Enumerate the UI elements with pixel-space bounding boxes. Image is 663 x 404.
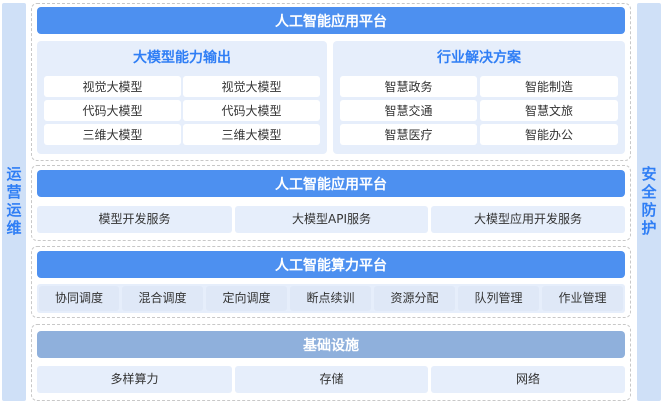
solution-item: 智慧政务 bbox=[340, 76, 477, 97]
ops-sidebar-label: 运营运维 bbox=[4, 166, 23, 238]
service-item: 大模型应用开发服务 bbox=[431, 206, 625, 233]
scheduling-item: 混合调度 bbox=[122, 286, 203, 311]
ops-sidebar: 运营运维 bbox=[2, 3, 26, 401]
service-item: 模型开发服务 bbox=[37, 206, 232, 233]
layer1-header: 人工智能应用平台 bbox=[37, 7, 625, 34]
capability-item: 三维大模型 bbox=[44, 124, 181, 145]
capability-item: 代码大模型 bbox=[183, 100, 320, 121]
capability-item: 视觉大模型 bbox=[44, 76, 181, 97]
security-sidebar: 安全防护 bbox=[637, 3, 661, 401]
solution-item: 智慧医疗 bbox=[340, 124, 477, 145]
infrastructure-item: 多样算力 bbox=[37, 366, 232, 393]
capability-item: 三维大模型 bbox=[183, 124, 320, 145]
scheduling-item: 资源分配 bbox=[374, 286, 455, 311]
layer-infrastructure bbox=[31, 324, 631, 401]
capability-item: 代码大模型 bbox=[44, 100, 181, 121]
model-capability-panel: 大模型能力输出 视觉大模型 视觉大模型 代码大模型 代码大模型 三维大模型 三维… bbox=[37, 41, 327, 154]
scheduling-item: 协同调度 bbox=[39, 286, 119, 311]
scheduling-item: 队列管理 bbox=[458, 286, 539, 311]
infrastructure-item: 网络 bbox=[431, 366, 625, 393]
industry-solution-title: 行业解决方案 bbox=[437, 50, 521, 66]
model-capability-title: 大模型能力输出 bbox=[133, 50, 231, 66]
scheduling-item: 定向调度 bbox=[206, 286, 287, 311]
layer-computing-platform bbox=[31, 246, 631, 318]
solution-item: 智能制造 bbox=[480, 76, 618, 97]
solution-item: 智能办公 bbox=[480, 124, 618, 145]
solution-item: 智慧交通 bbox=[340, 100, 477, 121]
capability-item: 视觉大模型 bbox=[183, 76, 320, 97]
layer-ai-platform-services bbox=[31, 165, 631, 241]
solution-item: 智慧文旅 bbox=[480, 100, 618, 121]
scheduling-item: 断点续训 bbox=[290, 286, 371, 311]
security-sidebar-label: 安全防护 bbox=[639, 166, 658, 238]
layer2-header: 人工智能应用平台 bbox=[37, 170, 625, 197]
layer4-header: 基础设施 bbox=[37, 331, 625, 358]
layer3-header: 人工智能算力平台 bbox=[37, 251, 625, 278]
service-item: 大模型API服务 bbox=[235, 206, 428, 233]
infrastructure-item: 存储 bbox=[235, 366, 428, 393]
layer-ai-application bbox=[31, 3, 631, 161]
industry-solution-panel: 行业解决方案 智慧政务 智能制造 智慧交通 智慧文旅 智慧医疗 智能办公 bbox=[333, 41, 625, 154]
scheduling-item: 作业管理 bbox=[542, 286, 623, 311]
